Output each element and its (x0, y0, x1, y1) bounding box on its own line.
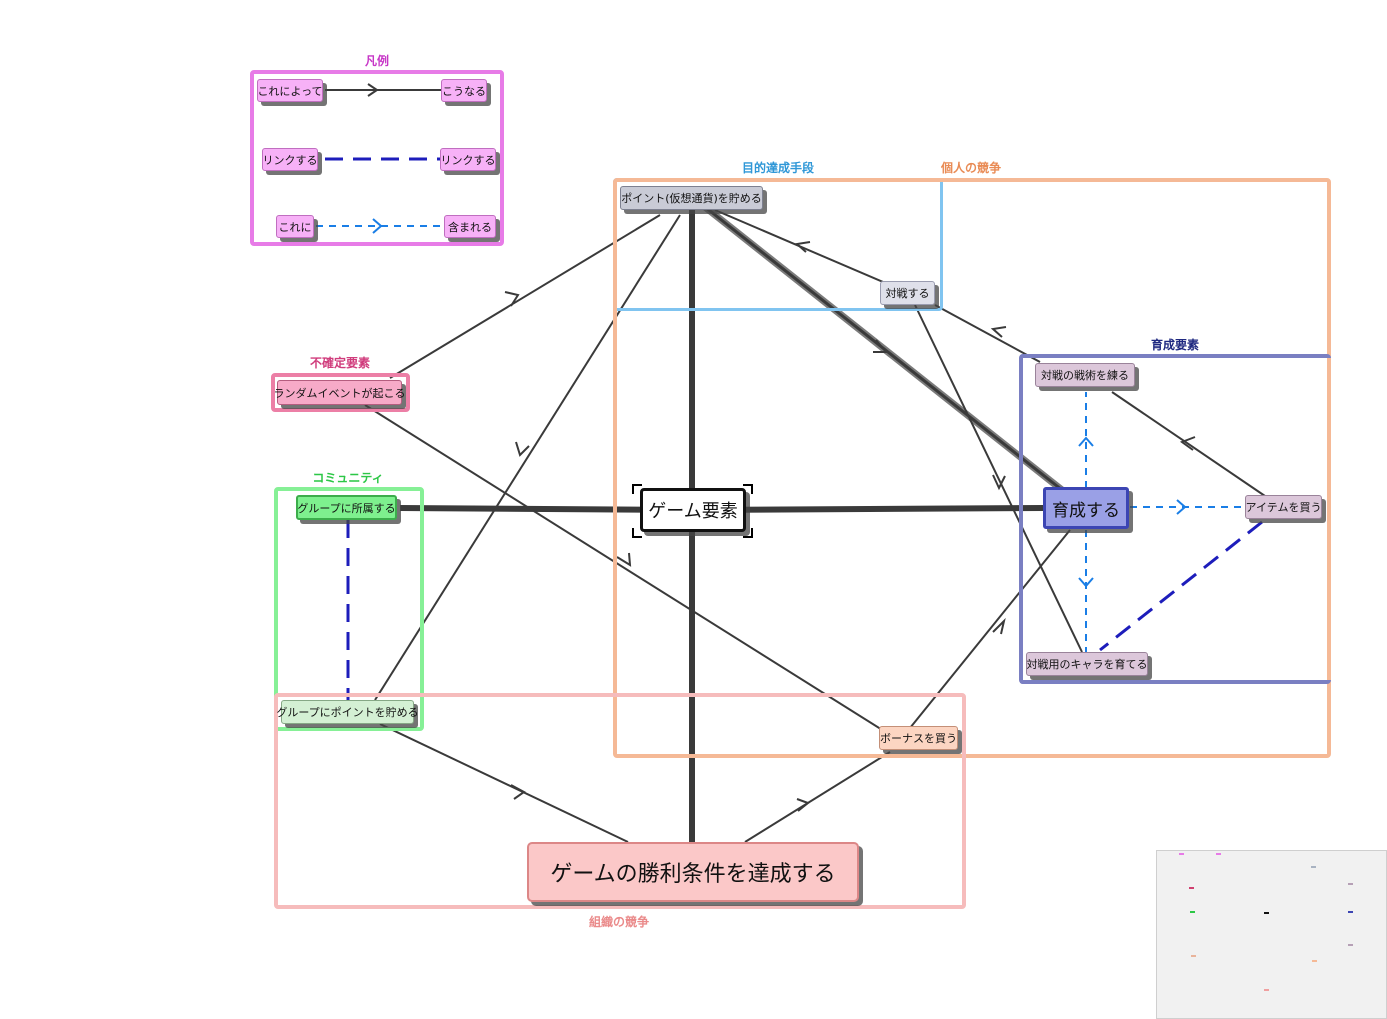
node-chara[interactable]: 対戦用のキャラを育てる (1026, 652, 1148, 676)
minimap-mark (1348, 944, 1353, 946)
minimap-mark (1189, 887, 1194, 889)
legend-node-link-b[interactable]: リンクする (440, 148, 496, 171)
minimap-mark (1190, 911, 1195, 913)
selection-corner (743, 484, 753, 494)
edge-tactics-battle (934, 304, 1041, 363)
arrowhead (1179, 436, 1196, 451)
minimap-mark (1216, 853, 1221, 855)
legend-node-container[interactable]: これに (276, 215, 314, 238)
arrowhead (873, 339, 889, 353)
group-uncertain-label: 不確定要素 (309, 356, 371, 370)
edge-layer (316, 83, 1266, 858)
node-random[interactable]: ランダムイベントが起こる (274, 380, 406, 405)
group-organization-label: 組織の競争 (588, 915, 650, 929)
arrowhead (1176, 499, 1187, 515)
group-purpose-label: 目的達成手段 (741, 161, 815, 175)
edge-battle-points (714, 209, 891, 286)
node-battle[interactable]: 対戦する (880, 281, 935, 305)
group-growth (1019, 354, 1331, 684)
group-community (274, 487, 424, 731)
minimap-mark (1179, 853, 1184, 855)
minimap-mark (1191, 955, 1196, 957)
legend-node-contained[interactable]: 含まれる (444, 215, 496, 238)
group-community-label: コミュニティ (312, 471, 384, 485)
group-individual (613, 178, 1331, 758)
arrowhead (616, 552, 632, 567)
group-legend-title: 凡例 (364, 54, 390, 68)
legend-node-cause[interactable]: これによって (257, 79, 323, 102)
arrowhead (1078, 436, 1094, 447)
group-individual-label: 個人の競争 (940, 161, 1002, 175)
arrowhead (510, 784, 526, 800)
legend-node-effect[interactable]: こうなる (441, 79, 487, 102)
edge-random-bonus (364, 404, 896, 739)
minimap-mark (1264, 989, 1269, 991)
minimap-mark (1264, 912, 1269, 914)
node-tactics[interactable]: 対戦の戦術を練る (1035, 363, 1135, 387)
edge-item-tactics (1111, 391, 1266, 497)
legend-node-link-a[interactable]: リンクする (262, 148, 318, 171)
minimap[interactable] (1156, 850, 1387, 1019)
arrowhead (1078, 577, 1094, 588)
node-points[interactable]: ポイント(仮想通貨)を貯める (620, 186, 763, 210)
minimap-mark (1312, 960, 1317, 962)
node-victory[interactable]: ゲームの勝利条件を達成する (527, 842, 859, 902)
edge-battle-chara (914, 304, 1083, 653)
node-bonus[interactable]: ボーナスを買う (879, 726, 958, 750)
selection-corner (632, 528, 642, 538)
group-legend (250, 70, 504, 246)
minimap-mark (1311, 866, 1316, 868)
link-item-chara (1099, 520, 1263, 652)
arrowhead (992, 617, 1006, 635)
minimap-mark (1348, 911, 1353, 913)
minimap-mark (1348, 883, 1353, 885)
edge-points-community (374, 214, 681, 701)
arrowhead (367, 83, 379, 97)
arrowhead (504, 291, 520, 307)
edge-grouppoints-victory (379, 723, 629, 843)
arrowhead (515, 441, 530, 457)
arrowhead (794, 241, 811, 253)
edge-bonus-victory (744, 751, 891, 843)
edge-center-grow (691, 505, 1045, 513)
group-organization (274, 693, 966, 909)
node-grow[interactable]: 育成する (1043, 487, 1129, 529)
node-grouppoints[interactable]: グループにポイントを貯める (276, 700, 419, 724)
group-uncertain (271, 373, 410, 412)
node-belong[interactable]: グループに所属する (296, 495, 397, 520)
group-growth-label: 育成要素 (1150, 338, 1200, 352)
selection-corner (743, 528, 753, 538)
node-center[interactable]: ゲーム要素 (640, 488, 746, 532)
arrowhead (990, 326, 1007, 338)
arrowhead (372, 218, 383, 234)
node-item[interactable]: アイテムを買う (1245, 495, 1322, 519)
arrowhead (796, 798, 811, 812)
selection-corner (632, 484, 642, 494)
arrowhead (992, 474, 1006, 491)
